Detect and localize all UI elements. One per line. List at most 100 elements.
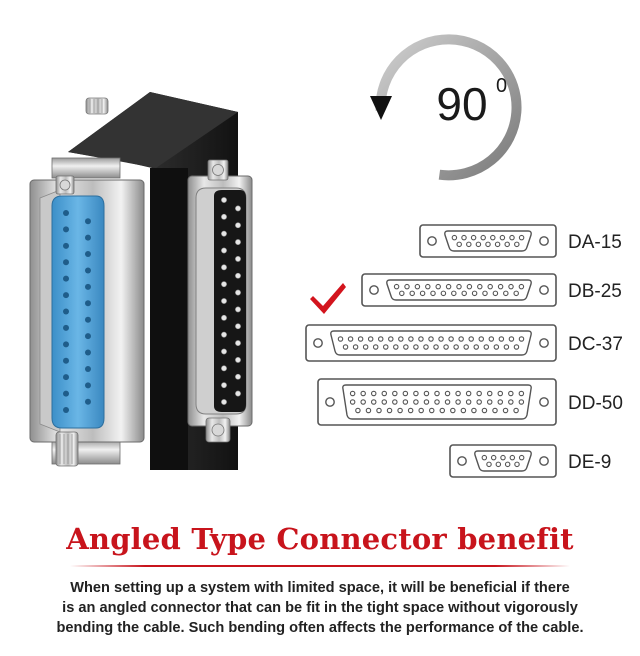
male-pin	[235, 205, 241, 212]
rotation-badge: 90 0	[370, 34, 522, 181]
diagram-pin	[477, 283, 483, 290]
diagram-pin	[425, 283, 431, 290]
description: When setting up a system with limited sp…	[0, 578, 640, 638]
diagram-pin	[352, 344, 359, 350]
diagram-pin	[466, 241, 472, 248]
connector-label: DE-9	[568, 452, 611, 473]
diagram-pin	[488, 336, 495, 342]
description-line-1: When setting up a system with limited sp…	[70, 580, 570, 596]
diagram-pin	[413, 344, 419, 350]
diagram-pin	[455, 399, 461, 405]
heading-container: Angled Type Connector benefit	[0, 522, 640, 556]
pin-hole	[85, 234, 91, 241]
diagram-pin	[518, 283, 525, 290]
male-screw-top	[207, 159, 229, 181]
mounting-hole	[457, 456, 467, 466]
male-pin	[221, 197, 227, 203]
diagram-pin	[413, 390, 419, 397]
male-pin	[235, 272, 241, 279]
diagram-pin	[386, 407, 393, 414]
diagram-pin	[490, 454, 497, 461]
diagram-pin	[455, 390, 461, 397]
diagram-pin	[497, 283, 504, 290]
diagram-pin	[439, 407, 446, 414]
diagram-pin	[504, 461, 511, 468]
diagram-pin	[485, 241, 491, 248]
diagram-pin	[508, 390, 514, 397]
diagram-pin	[362, 344, 369, 350]
diagram-pin	[445, 283, 452, 290]
housing-top-face	[68, 92, 238, 168]
diagram-pin	[450, 407, 456, 414]
male-pins	[221, 197, 241, 405]
female-screw-top	[55, 175, 75, 195]
diagram-pin	[499, 234, 506, 241]
male-pin	[235, 289, 241, 296]
pin-hole	[63, 226, 69, 233]
diagram-pin	[349, 399, 356, 405]
diagram-pin	[465, 399, 472, 405]
male-pin	[235, 306, 241, 313]
rotation-degree-mark: 0	[496, 75, 507, 97]
diagram-pin	[518, 454, 525, 461]
diagram-pin	[508, 336, 515, 342]
diagram-pin	[476, 390, 482, 397]
pin-hole	[63, 259, 69, 266]
diagram-pin	[360, 399, 366, 405]
description-line-3: bending the cable. Such bending often af…	[56, 620, 584, 636]
diagram-pin	[492, 407, 498, 414]
diagram-pin	[487, 283, 493, 290]
connector-shell	[474, 450, 532, 472]
pin-hole	[63, 407, 69, 413]
connector-diagram-dc-37: DC-37	[305, 324, 623, 362]
diagram-pin	[433, 344, 439, 350]
mounting-hole	[539, 285, 549, 295]
page-heading: Angled Type Connector benefit	[66, 522, 574, 556]
diagram-pin	[418, 407, 424, 414]
pin-hole	[63, 357, 69, 364]
mounting-hole	[539, 338, 549, 348]
male-pin	[221, 331, 227, 338]
male-pin	[235, 357, 241, 363]
diagram-pin	[481, 407, 488, 414]
rotation-value: 90	[436, 78, 487, 130]
diagram-pin	[518, 234, 525, 241]
pin-hole	[85, 316, 91, 323]
diagram-pin	[365, 407, 372, 414]
diagram-pin	[495, 461, 502, 468]
diagram-pin	[435, 283, 441, 290]
diagram-pin	[458, 336, 464, 342]
diagram-pin	[471, 290, 478, 297]
rotation-arrow-icon	[370, 96, 392, 120]
diagram-pin	[372, 344, 379, 350]
pin-hole	[85, 349, 91, 356]
diagram-pin	[518, 390, 525, 397]
diagram-pin	[392, 399, 398, 405]
diagram-pin	[383, 344, 389, 350]
diagram-pin	[493, 344, 500, 350]
diagram-pin	[381, 390, 388, 397]
male-pin	[221, 281, 227, 288]
diagram-pin	[486, 399, 493, 405]
diagram-pin	[503, 344, 510, 350]
connector-label: DA-15	[568, 232, 622, 253]
diagram-pin	[393, 283, 400, 290]
diagram-pin	[465, 390, 472, 397]
diagram-pin	[444, 399, 451, 405]
diagram-pin	[434, 390, 440, 397]
diagram-pin	[492, 290, 499, 297]
mounting-hole	[539, 236, 549, 246]
diagram-pin	[409, 290, 415, 297]
diagram-pin	[513, 344, 520, 350]
diagram-pin	[463, 344, 469, 350]
male-pin	[221, 365, 227, 372]
pin-hole	[63, 210, 69, 216]
pin-hole	[63, 324, 69, 331]
diagram-pin	[497, 399, 504, 405]
male-pin	[235, 222, 241, 229]
rotation-arc	[375, 34, 522, 181]
diagram-pin	[398, 336, 404, 342]
diagram-pin	[451, 290, 457, 297]
female-insert	[51, 195, 105, 429]
connector-label: DB-25	[568, 281, 622, 302]
